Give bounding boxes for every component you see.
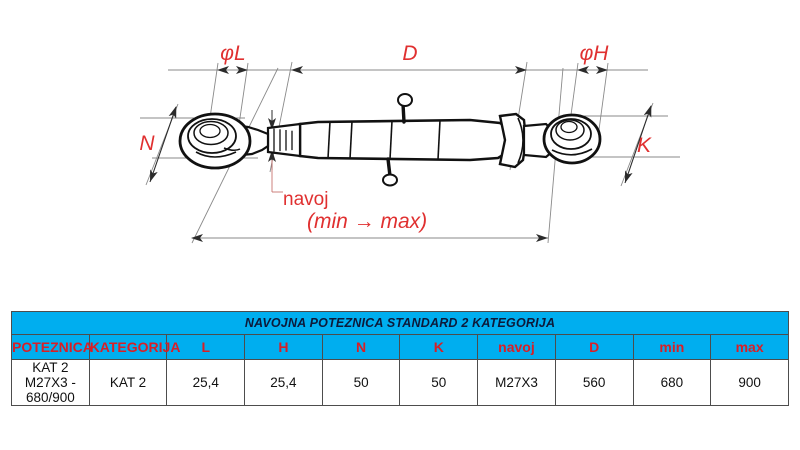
label-k: K [637, 134, 652, 157]
cell-navoj: M27X3 [477, 359, 556, 406]
cell-l: 25,4 [166, 359, 246, 406]
label-min-max: (min → max) [307, 210, 427, 233]
table-header-row: POTEZNICA KATEGORIJA L H N K navoj D min… [11, 334, 789, 360]
dimension-labels: φL D φH N K navoj (min → max) [139, 42, 652, 233]
label-phi-h: φH [580, 42, 610, 65]
cell-kategorija: KAT 2 [88, 359, 168, 406]
column-header-l: L [166, 334, 246, 360]
column-header-kategorija: KATEGORIJA [88, 334, 180, 360]
label-d: D [402, 42, 417, 65]
column-header-h: H [244, 334, 323, 360]
tie-rod-drawing-svg: φL D φH N K navoj (min → max) [139, 42, 680, 244]
dimension-lines [168, 66, 648, 242]
table-title: NAVOJNA POTEZNICA STANDARD 2 KATEGORIJA [11, 311, 789, 335]
cell-d: 560 [554, 359, 634, 406]
cell-poteznica: KAT 2 M27X3 - 680/900 [11, 359, 90, 406]
cell-min: 680 [632, 359, 712, 406]
cell-n: 50 [321, 359, 401, 406]
label-n: N [139, 132, 155, 155]
column-header-d: D [554, 334, 634, 360]
column-header-poteznica: POTEZNICA [11, 334, 93, 360]
column-header-k: K [399, 334, 479, 360]
table-title-row: NAVOJNA POTEZNICA STANDARD 2 KATEGORIJA [11, 311, 789, 335]
cell-k: 50 [399, 359, 479, 406]
label-phi-l: φL [220, 42, 245, 65]
table-row: KAT 2 M27X3 - 680/900 KAT 2 25,4 25,4 50… [11, 359, 789, 406]
technical-drawing: φL D φH N K navoj (min → max) [139, 42, 680, 244]
specification-table: NAVOJNA POTEZNICA STANDARD 2 KATEGORIJA … [11, 311, 789, 406]
navoj-leader-line [271, 160, 283, 193]
label-navoj: navoj [283, 189, 328, 210]
column-header-n: N [321, 334, 401, 360]
column-header-min: min [632, 334, 712, 360]
slanted-dimension-arrows [149, 105, 652, 184]
cell-max: 900 [710, 359, 789, 406]
column-header-navoj: navoj [477, 334, 556, 360]
column-header-max: max [710, 334, 789, 360]
cell-h: 25,4 [244, 359, 323, 406]
tie-rod-part [178, 93, 602, 187]
specification-table-container: NAVOJNA POTEZNICA STANDARD 2 KATEGORIJA … [11, 311, 789, 406]
